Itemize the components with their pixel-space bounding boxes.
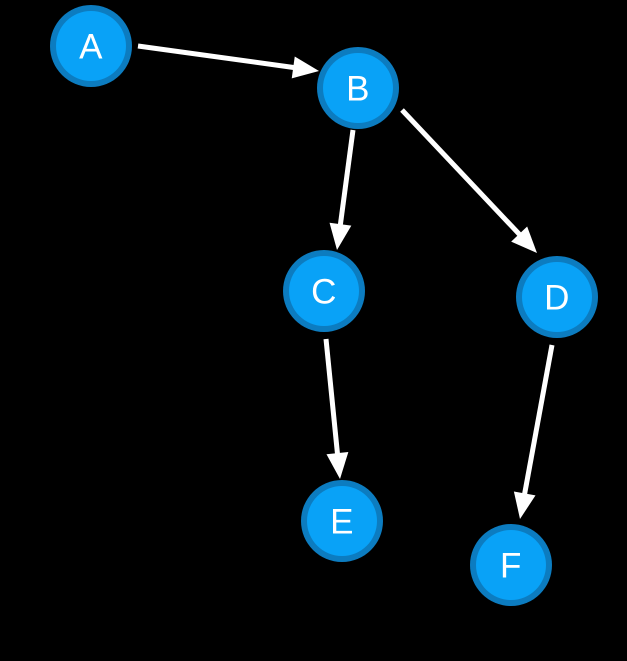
node-label: A bbox=[79, 28, 103, 67]
node-e[interactable]: E bbox=[301, 480, 383, 562]
node-a[interactable]: A bbox=[50, 5, 132, 87]
arrowhead-icon bbox=[291, 56, 319, 79]
node-core bbox=[56, 11, 126, 81]
node-b[interactable]: B bbox=[317, 47, 399, 129]
node-d[interactable]: D bbox=[516, 256, 598, 338]
node-core bbox=[289, 256, 359, 326]
edge-line bbox=[400, 108, 524, 239]
node-c[interactable]: C bbox=[283, 250, 365, 332]
edge-line bbox=[337, 129, 356, 229]
node-core bbox=[307, 486, 377, 556]
node-f[interactable]: F bbox=[470, 524, 552, 606]
node-core bbox=[476, 530, 546, 600]
edge-c-to-e[interactable] bbox=[323, 338, 349, 479]
edge-line bbox=[521, 344, 555, 498]
edge-line bbox=[137, 43, 298, 71]
arrowhead-icon bbox=[329, 222, 352, 250]
nodes-layer: A B C D E F bbox=[50, 5, 598, 606]
node-label: B bbox=[346, 70, 370, 109]
node-label: F bbox=[500, 547, 522, 586]
node-label: C bbox=[311, 273, 337, 312]
edge-b-to-d[interactable] bbox=[400, 108, 537, 253]
edge-line bbox=[323, 338, 341, 458]
node-label: E bbox=[330, 503, 354, 542]
node-core bbox=[323, 53, 393, 123]
edges-layer bbox=[137, 43, 555, 519]
arrowhead-icon bbox=[326, 452, 349, 479]
node-label: D bbox=[544, 279, 570, 318]
arrowhead-icon bbox=[513, 491, 536, 519]
edge-b-to-c[interactable] bbox=[329, 129, 356, 250]
node-core bbox=[522, 262, 592, 332]
arrowhead-icon bbox=[511, 226, 537, 253]
edge-d-to-f[interactable] bbox=[513, 344, 555, 519]
edge-a-to-b[interactable] bbox=[137, 43, 319, 79]
